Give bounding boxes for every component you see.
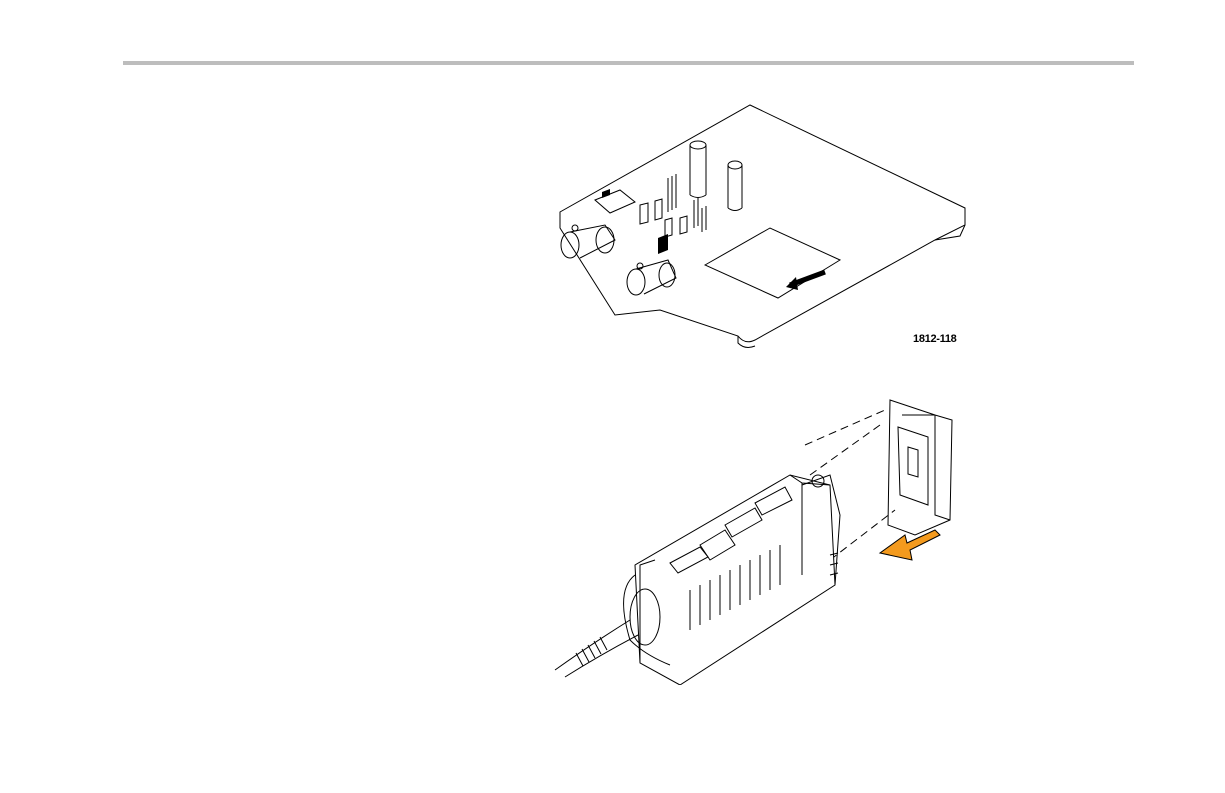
figure-label: 1812-118 [913, 333, 956, 345]
probe-insertion-illustration [540, 385, 970, 685]
header-rule [123, 61, 1134, 65]
circuit-board-illustration [540, 100, 980, 360]
